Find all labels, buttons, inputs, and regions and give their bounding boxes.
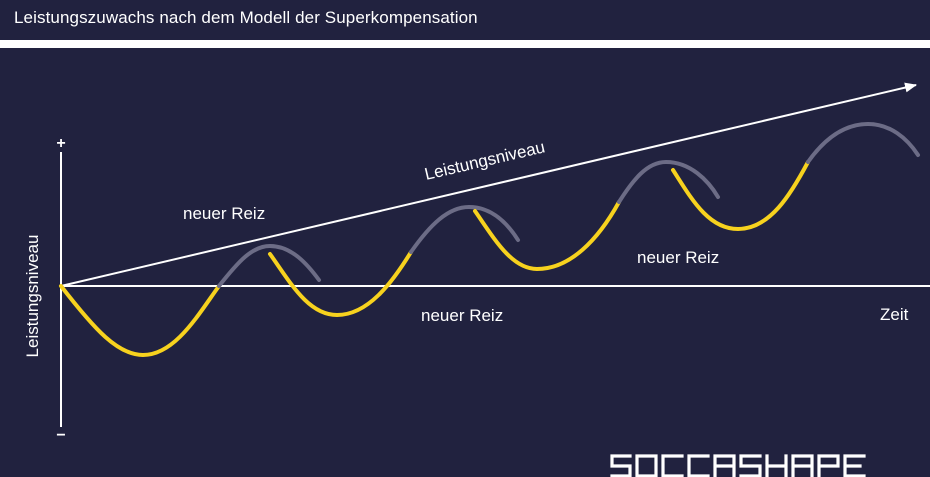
curve-recovery-2: [268, 250, 413, 318]
soccashape-logo: [610, 454, 866, 477]
curve-recovery-3: [473, 200, 621, 272]
curve-recovery-1: [59, 284, 221, 358]
curve-supercompensation-1: [217, 243, 321, 288]
y-axis-plus: +: [56, 135, 65, 152]
y-axis-label: Leistungsniveau: [23, 235, 42, 358]
stimulus-label-1: neuer Reiz: [183, 204, 265, 223]
stimulus-label-2: neuer Reiz: [421, 306, 503, 325]
header-bar: Leistungszuwachs nach dem Modell der Sup…: [0, 0, 930, 40]
stimulus-label-3: neuer Reiz: [637, 248, 719, 267]
supercompensation-diagram: + − Leistungsniveau Zeit Leistungsniveau…: [23, 82, 930, 477]
page-title: Leistungszuwachs nach dem Modell der Sup…: [14, 8, 478, 27]
curve-supercompensation-4: [806, 121, 920, 164]
curve-supercompensation-3: [617, 159, 720, 204]
curve-recovery-4: [671, 160, 810, 232]
y-axis-minus: −: [56, 427, 65, 444]
trend-arrow: [60, 82, 917, 287]
header-divider: [0, 40, 930, 48]
x-axis-label: Zeit: [880, 305, 909, 324]
curve-supercompensation-2: [409, 204, 520, 254]
